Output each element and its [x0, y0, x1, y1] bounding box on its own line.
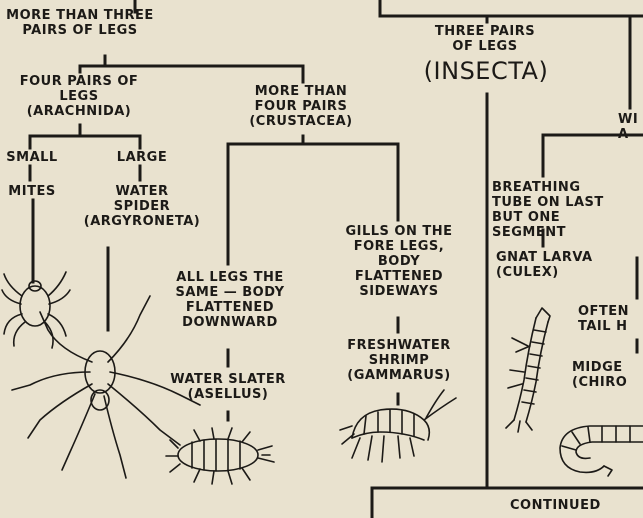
label-four-pairs-arachnida: FOUR PAIRS OF LEGS (ARACHNIDA) [4, 74, 154, 119]
label-all-legs-same: ALL LEGS THE SAME — BODY FLATTENED DOWNW… [150, 270, 310, 330]
label-gills-on-fore-legs: GILLS ON THE FORE LEGS, BODY FLATTENED S… [324, 224, 474, 299]
label-more-than-three-pairs: MORE THAN THREE PAIRS OF LEGS [0, 8, 160, 38]
label-mites: MITES [4, 184, 60, 199]
label-insecta: (INSECTA) [406, 58, 566, 84]
label-wi-partial: WI A [618, 112, 643, 142]
label-gnat-larva: GNAT LARVA (CULEX) [496, 250, 643, 280]
label-breathing-tube: BREATHING TUBE ON LAST BUT ONE SEGMENT [492, 180, 643, 240]
shrimp-drawing [340, 390, 456, 462]
gnat-larva-drawing [506, 308, 550, 432]
label-freshwater-shrimp: FRESHWATER SHRIMP (GAMMARUS) [324, 338, 474, 383]
label-more-than-four-crustacea: MORE THAN FOUR PAIRS (CRUSTACEA) [236, 84, 366, 129]
label-midge-partial: MIDGE (CHIRO [572, 360, 643, 390]
label-water-slater: WATER SLATER (ASELLUS) [140, 372, 316, 402]
label-continued: CONTINUED [510, 498, 640, 513]
label-large: LARGE [110, 150, 174, 165]
water-slater-drawing [166, 428, 274, 484]
midge-larva-drawing [560, 426, 643, 476]
label-small: SMALL [4, 150, 60, 165]
mite-drawing [2, 272, 70, 348]
label-often-partial: OFTEN TAIL H [578, 304, 643, 334]
label-three-pairs: THREE PAIRS OF LEGS [420, 24, 550, 54]
label-water-spider: WATER SPIDER (ARGYRONETA) [62, 184, 222, 229]
